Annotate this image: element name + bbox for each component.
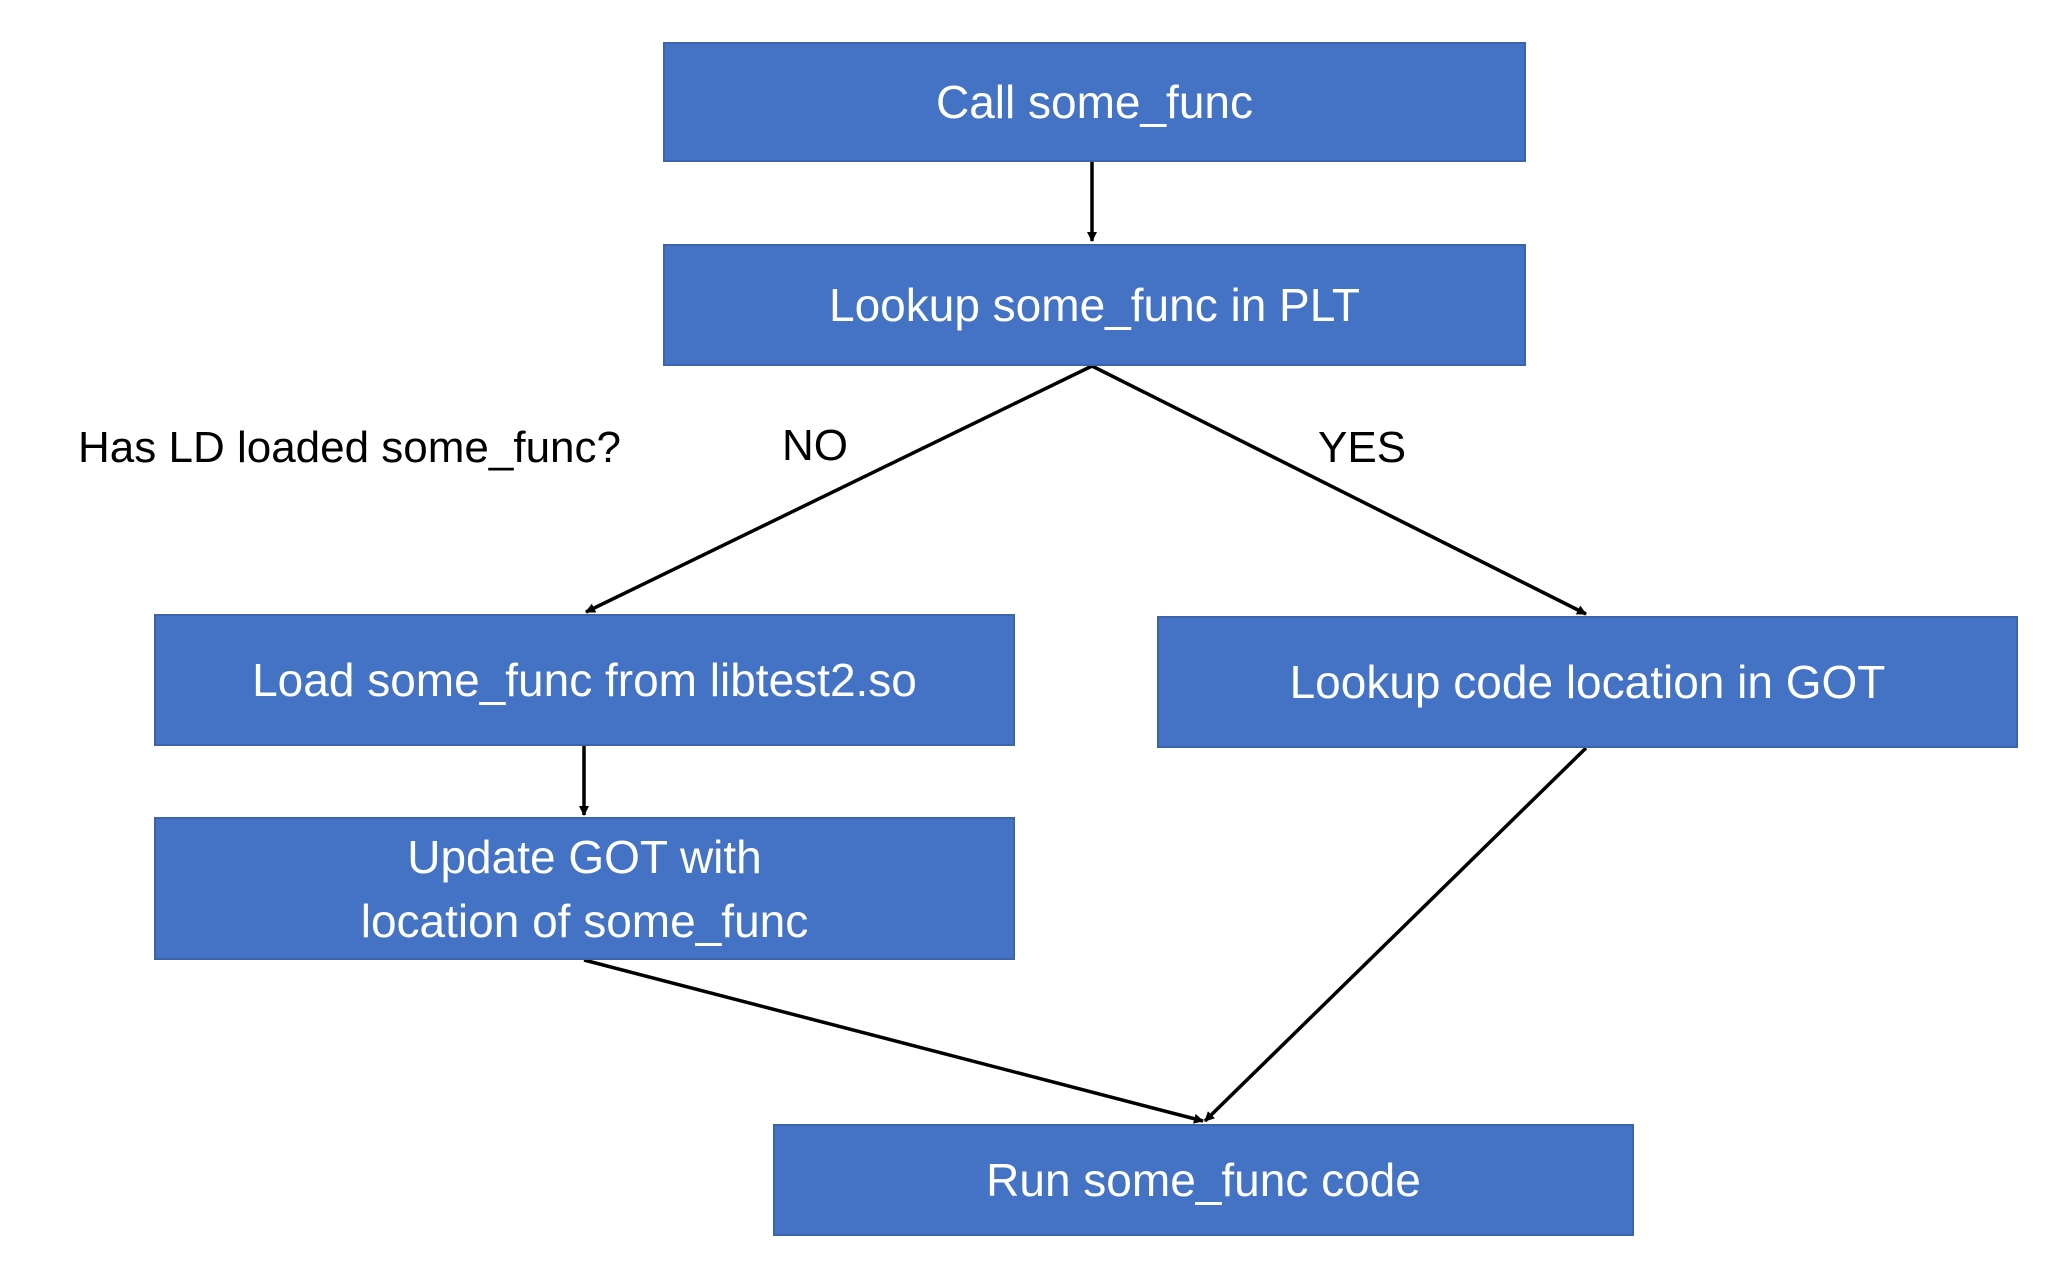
question-label: Has LD loaded some_func? bbox=[78, 423, 621, 472]
node-update-label: Update GOT with location of some_func bbox=[360, 830, 809, 947]
node-lookup-plt: Lookup some_func in PLT bbox=[663, 244, 1526, 366]
node-call-label: Call some_func bbox=[935, 76, 1254, 128]
node-load-libtest2: Load some_func from libtest2.so bbox=[154, 614, 1015, 746]
node-lookup-got-label: Lookup code location in GOT bbox=[1289, 656, 1886, 708]
arrow-got-to-run bbox=[1203, 746, 1588, 1123]
node-call-some-func: Call some_func bbox=[663, 42, 1526, 162]
node-update-got: Update GOT with location of some_func bbox=[154, 817, 1015, 960]
arrow-plt-to-load bbox=[585, 364, 1093, 614]
arrow-plt-to-got bbox=[1091, 364, 1587, 616]
node-run-some-func: Run some_func code bbox=[773, 1124, 1634, 1236]
arrow-update-to-run bbox=[583, 958, 1204, 1124]
node-run-label: Run some_func code bbox=[986, 1154, 1421, 1206]
no-branch-label: NO bbox=[782, 421, 848, 470]
yes-branch-label: YES bbox=[1318, 423, 1407, 472]
node-load-label: Load some_func from libtest2.so bbox=[252, 654, 917, 706]
node-lookup-plt-label: Lookup some_func in PLT bbox=[828, 279, 1361, 331]
node-lookup-got: Lookup code location in GOT bbox=[1157, 616, 2018, 748]
